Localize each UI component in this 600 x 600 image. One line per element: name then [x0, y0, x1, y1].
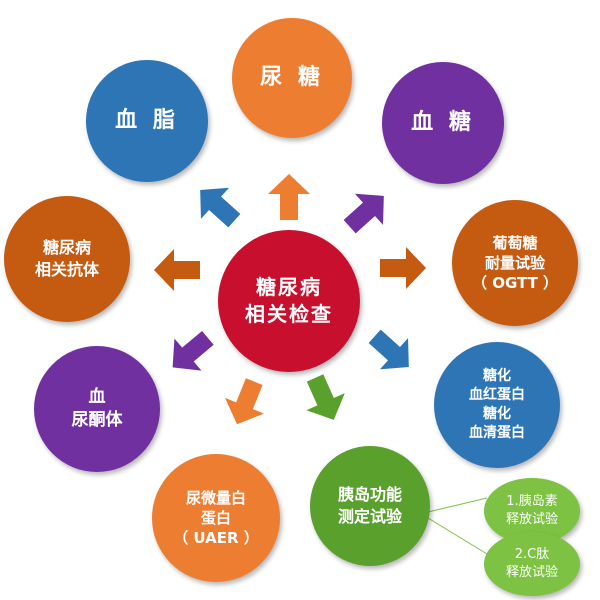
node-urine-sugar: 尿 糖 — [232, 18, 352, 138]
node-label: 血 糖 — [411, 110, 475, 136]
sub-node-label: 释放试验 — [505, 565, 558, 580]
arrow — [306, 374, 345, 420]
node-label: 糖化 — [483, 406, 511, 422]
node-label: 蛋白 — [200, 508, 231, 527]
center-line-2: 相关检查 — [245, 302, 333, 326]
arrow — [172, 330, 214, 371]
node-label: （ UAER ） — [173, 529, 259, 548]
center-circle: 糖尿病 相关检查 — [218, 230, 360, 372]
node-ketone: 血 尿酮体 — [34, 346, 160, 472]
node-islet-function: 胰岛功能 测定试验 — [310, 446, 430, 566]
arrow — [154, 249, 200, 291]
node-label: 尿 糖 — [260, 65, 324, 91]
node-label: 测定试验 — [337, 507, 402, 526]
node-antibody: 糖尿病 相关抗体 — [4, 196, 130, 322]
node-ogtt: 葡萄糖 耐量试验 （ OGTT ） — [452, 200, 578, 326]
node-glycated-protein: 糖化 血红蛋白 糖化 血清蛋白 — [434, 342, 560, 468]
arrow — [343, 193, 384, 234]
node-label: 耐量试验 — [484, 253, 545, 272]
node-lipid: 血 脂 — [86, 60, 208, 182]
sub-node-c-peptide: 2.C肽 释放试验 — [484, 532, 580, 596]
node-label: 胰岛功能 — [337, 485, 402, 505]
node-uaer: 尿微量白 蛋白 （ UAER ） — [152, 454, 280, 582]
arrow — [380, 247, 426, 289]
arrow — [225, 378, 264, 425]
node-label: 血 — [88, 387, 106, 408]
node-label: 血红蛋白 — [469, 387, 525, 404]
connector-lines — [427, 497, 488, 555]
node-label: 葡萄糖 — [492, 233, 538, 252]
connector-line — [427, 497, 488, 513]
arrow — [368, 329, 409, 370]
node-label: 血清蛋白 — [469, 424, 525, 441]
center-line-1: 糖尿病 — [256, 275, 322, 299]
arrow — [268, 174, 310, 220]
node-label: 尿酮体 — [71, 410, 123, 430]
node-label: 相关抗体 — [34, 260, 99, 279]
node-label: 血 脂 — [115, 108, 179, 134]
arrow — [200, 187, 241, 228]
sub-node-label: 释放试验 — [505, 512, 558, 527]
sub-node-label: 1.胰岛素 — [506, 494, 558, 510]
sub-node-label: 2.C肽 — [514, 547, 550, 563]
node-label: 糖尿病 — [42, 238, 91, 258]
node-label: 糖化 — [483, 368, 511, 385]
node-blood-sugar: 血 糖 — [382, 62, 504, 184]
node-label: （ OGTT ） — [471, 274, 559, 293]
connector-line — [427, 517, 488, 555]
node-label: 尿微量白 — [185, 488, 246, 507]
